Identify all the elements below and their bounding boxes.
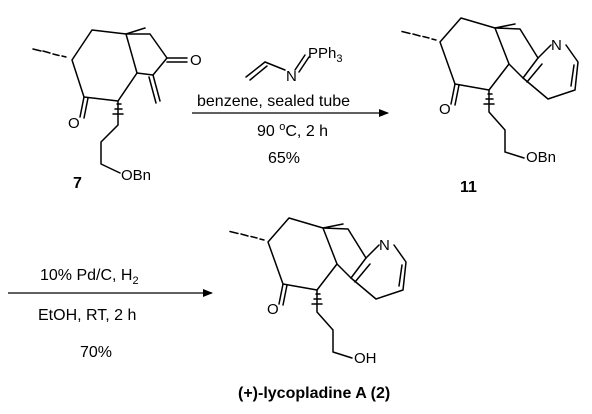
cyclopentane-ring [494, 27, 539, 79]
step1-temperature: 90 oC, 2 h [257, 121, 328, 140]
compound-11-structure: N O OBn [401, 17, 579, 166]
step2-conditions: EtOH, RT, 2 h [38, 307, 136, 324]
methyl-hashed-wedge [32, 48, 67, 58]
ketone-bond-bottom [79, 96, 85, 118]
exo-methylene-bond [152, 74, 161, 102]
pyridine-ring [522, 44, 579, 100]
ketone-oxygen-bottom: O [68, 115, 80, 132]
pyridine-ring [350, 244, 407, 300]
vinyl-iminophosphorane: N PPh3 [245, 45, 342, 85]
ketone-bond [450, 83, 456, 105]
pyridine-nitrogen: N [551, 37, 562, 54]
step1-yield: 65% [268, 150, 300, 167]
compound-7-structure: O O OBn [32, 27, 202, 184]
propyl-side-chain [488, 89, 525, 159]
ring-fusion-bond [125, 27, 146, 35]
methyl-hashed-wedge [229, 230, 265, 241]
step2-yield: 70% [80, 344, 112, 361]
benzyl-ether: OBn [121, 167, 151, 184]
compound-7-label: 7 [73, 175, 82, 192]
propyl-side-chain [316, 289, 353, 359]
ketone-oxygen: O [439, 101, 451, 118]
pyridine-nitrogen: N [379, 237, 390, 254]
lycopladine-a-structure: N O OH [229, 217, 407, 367]
reagent-phosphorus: PPh3 [308, 45, 342, 65]
step2-catalyst: 10% Pd/C, H2 [40, 267, 139, 287]
ring-fusion-bond [494, 23, 516, 29]
ketone-oxygen: O [267, 301, 279, 318]
reagent-nitrogen: N [286, 68, 297, 85]
compound-11-label: 11 [460, 179, 477, 196]
benzyl-ether: OBn [526, 149, 556, 166]
ring-fusion-bond [322, 223, 344, 229]
ketone-oxygen-top: O [190, 52, 202, 69]
ketone-bond [278, 283, 284, 305]
methyl-hashed-wedge [401, 30, 437, 41]
cyclopentane-ring [322, 227, 367, 279]
lycopladine-a-label: (+)-lycopladine A (2) [238, 385, 390, 402]
cyclohexane-ring [71, 29, 138, 102]
propyl-side-chain [100, 100, 121, 174]
step1-solvent: benzene, sealed tube [197, 93, 350, 110]
hydroxyl-group: OH [354, 350, 377, 367]
